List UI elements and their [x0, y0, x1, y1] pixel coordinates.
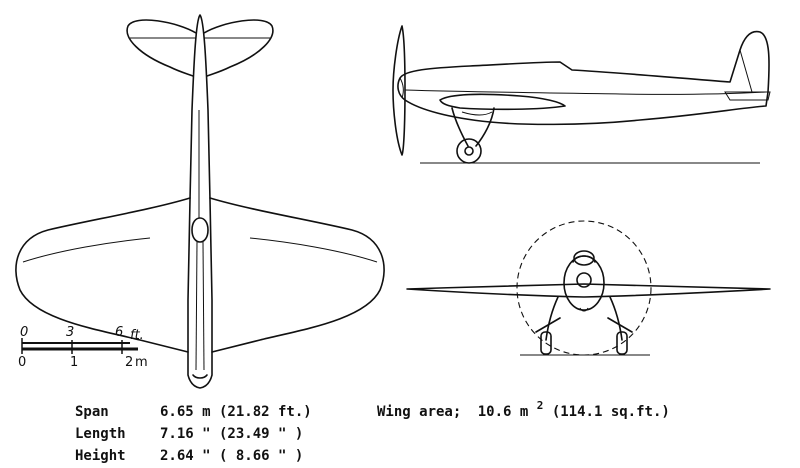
side-wheel-hub	[464, 146, 474, 156]
plan-nose-line-right	[202, 241, 205, 371]
plan-cockpit	[191, 217, 209, 243]
spec-wing-area-exp: 2	[537, 399, 544, 412]
front-canopy	[573, 250, 595, 266]
scale-ft-tick-0: 0	[20, 325, 28, 340]
front-chin	[579, 307, 589, 312]
spec-span-label: Span	[75, 404, 109, 420]
side-stripe	[404, 89, 767, 95]
spec-length-value: 7.16 " (23.49 " )	[160, 426, 303, 442]
front-gear-right	[609, 296, 623, 341]
plan-wing-left	[15, 197, 191, 353]
scale-m-tick-2: 2	[125, 355, 133, 370]
plan-wing-right	[209, 197, 385, 353]
front-gear-brace-left	[535, 317, 561, 333]
side-wheel	[456, 138, 482, 164]
spec-wing-area-label: Wing area;	[377, 404, 461, 420]
front-cowl-top	[572, 255, 596, 263]
side-fuselage	[397, 30, 770, 126]
spec-wing-area-value: 10.6 m	[478, 404, 529, 420]
spec-wing-area-imperial: (114.1 sq.ft.)	[552, 404, 670, 420]
side-propeller	[392, 25, 406, 156]
scale-ft-unit: ft.	[130, 328, 144, 343]
front-fuselage	[563, 255, 605, 311]
scale-m-unit: m	[135, 355, 148, 370]
plan-aileron-right	[249, 237, 378, 263]
side-gear-strut-front	[451, 107, 469, 147]
side-wing	[439, 93, 566, 111]
plan-tailplane	[126, 19, 197, 77]
front-gear-brace-right	[607, 317, 633, 333]
spec-wing-area: Wing area; 10.6 m 2 (114.1 sq.ft.)	[377, 397, 670, 420]
spec-height-label: Height	[75, 448, 126, 464]
plan-spinner	[192, 374, 208, 379]
scale-bar: 0 3 6 ft. 0 1 2 m	[18, 325, 148, 370]
specifications: Span 6.65 m (21.82 ft.) Length 7.16 " (2…	[75, 397, 670, 464]
scale-m-tick-1: 1	[70, 355, 78, 370]
front-wheel-right	[616, 331, 628, 355]
front-gear-left	[545, 296, 559, 341]
plan-fuselage	[187, 14, 213, 389]
scale-ft-tick-6: 6	[115, 325, 123, 340]
plan-tailplane-right	[203, 19, 274, 77]
plan-view	[15, 14, 385, 389]
front-wheel-left	[540, 331, 552, 355]
front-prop-disc	[516, 220, 652, 356]
side-rudder-line	[739, 49, 753, 93]
front-spinner	[576, 272, 592, 288]
side-gear-strut-rear	[475, 107, 495, 147]
scale-m-tick-0: 0	[18, 355, 26, 370]
plan-aileron-left	[22, 237, 151, 263]
side-gear-door	[461, 111, 493, 116]
spec-height-value: 2.64 " ( 8.66 " )	[160, 448, 303, 464]
side-tailplane	[724, 91, 771, 101]
front-view	[406, 220, 771, 356]
front-wing	[406, 283, 771, 298]
side-spinner	[399, 77, 404, 99]
spec-length-label: Length	[75, 426, 126, 442]
spec-span-value: 6.65 m (21.82 ft.)	[160, 404, 312, 420]
plan-nose-line-left	[195, 241, 198, 371]
scale-ft-tick-3: 3	[66, 325, 74, 340]
side-view	[392, 25, 771, 164]
